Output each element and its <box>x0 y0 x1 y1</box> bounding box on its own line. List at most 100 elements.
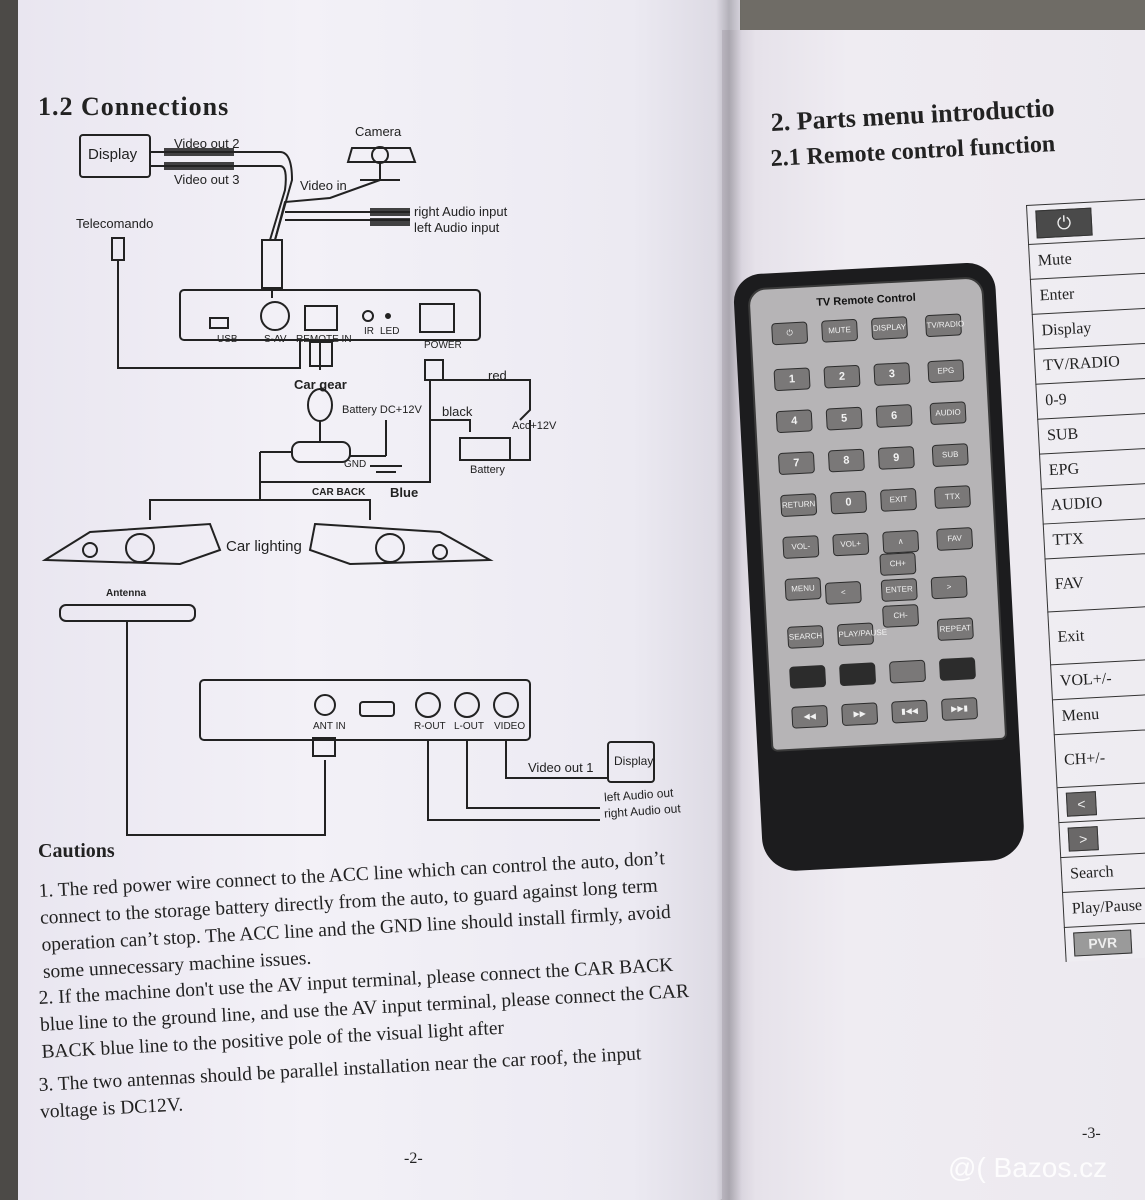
remote-button[interactable]: 1 <box>773 367 811 392</box>
remote-button[interactable]: PLAY/PAUSE <box>836 622 887 647</box>
main-unit-shape <box>179 289 481 341</box>
page-number-right: -3- <box>1082 1125 1101 1142</box>
remote-button[interactable]: ▶▶▮ <box>940 697 979 721</box>
cautions-title: Cautions <box>38 840 115 862</box>
diagram-camera: Camera <box>355 124 402 139</box>
pvr-icon: PVR <box>1073 929 1133 957</box>
remote-button[interactable]: DISPLAY <box>870 316 909 341</box>
function-row: CH+/- <box>1053 726 1145 788</box>
book-gutter <box>716 0 742 1200</box>
remote-button[interactable]: SEARCH <box>787 625 825 649</box>
diagram-car-back: CAR BACK <box>312 487 366 498</box>
diagram-telecomando: Telecomando <box>76 216 154 231</box>
connection-diagram <box>41 134 655 836</box>
remote-button[interactable] <box>938 657 976 681</box>
remote-button[interactable]: 0 <box>830 490 868 515</box>
connections-heading: 1.2 Connections <box>38 92 230 121</box>
remote-button[interactable]: 5 <box>825 406 863 431</box>
remote-button[interactable]: AUDIO <box>929 401 967 426</box>
remote-button[interactable] <box>839 662 877 687</box>
remote-button[interactable]: ▶▶ <box>841 702 879 727</box>
remote-button[interactable]: 4 <box>775 409 813 434</box>
remote-button[interactable]: VOL+ <box>832 532 870 557</box>
remote-button[interactable]: EXIT <box>879 487 918 512</box>
diagram-led: LED <box>380 326 400 337</box>
diagram-display-bottom: Display <box>614 754 654 768</box>
remote-button[interactable] <box>888 659 927 684</box>
function-row: Exit <box>1047 604 1145 665</box>
remote-button[interactable]: SUB <box>931 443 969 468</box>
remote-button[interactable]: RETURN <box>780 493 818 518</box>
diagram-display-top: Display <box>88 146 138 163</box>
remote-button[interactable]: FAV <box>936 527 974 551</box>
remote-button[interactable]: 6 <box>875 404 913 428</box>
remote-button[interactable]: 3 <box>873 362 911 386</box>
diagram-usb: USB <box>217 334 238 345</box>
diagram-r-out: R-OUT <box>414 721 446 732</box>
remote-title: TV Remote Control <box>815 291 917 309</box>
function-row-power: ⏻ <box>1026 197 1145 244</box>
diagram-car-gear: Car gear <box>294 377 347 392</box>
diagram-remote-in: REMOTE IN <box>296 334 352 345</box>
diagram-antenna: Antenna <box>106 588 146 599</box>
car-light-left-shape <box>41 522 222 566</box>
remote-button[interactable] <box>789 664 827 689</box>
function-row: TTX <box>1042 516 1145 559</box>
function-row: SUB <box>1037 411 1145 454</box>
diagram-blue: Blue <box>390 485 419 500</box>
function-row-pvr: PVR <box>1063 919 1145 962</box>
diagram-battery: Battery <box>470 464 505 476</box>
diagram-red: red <box>488 368 507 383</box>
remote-button[interactable]: REPEAT <box>936 617 974 642</box>
remote-nav-button[interactable]: CH+ <box>879 552 917 576</box>
remote-nav-button[interactable]: > <box>930 575 968 600</box>
battery-shape <box>459 437 511 461</box>
remote-button[interactable]: ◀◀ <box>791 704 829 729</box>
function-row-right: > <box>1058 814 1145 858</box>
tuner-unit-shape <box>199 679 531 741</box>
remote-button[interactable]: ▮◀◀ <box>891 699 929 724</box>
display-bottom-shape <box>607 741 655 783</box>
remote-button[interactable]: 8 <box>827 448 865 473</box>
remote-button[interactable]: MUTE <box>821 318 859 343</box>
remote-nav-button[interactable]: CH- <box>882 604 920 628</box>
remote-nav-button[interactable]: MENU <box>784 577 822 601</box>
function-row: Display <box>1031 306 1145 349</box>
remote-button[interactable]: 2 <box>823 364 861 389</box>
remote-button[interactable]: VOL- <box>782 535 820 559</box>
remote-nav-button[interactable]: < <box>824 580 862 605</box>
diagram-car-lighting: Car lighting <box>226 538 302 555</box>
diagram-ant-in: ANT IN <box>313 721 346 732</box>
remote-button[interactable]: 7 <box>777 451 816 476</box>
remote-button[interactable]: ⏻ <box>771 321 809 346</box>
function-row: AUDIO <box>1040 481 1145 524</box>
antenna-shape <box>59 604 196 622</box>
remote-button[interactable]: EPG <box>927 359 965 384</box>
function-row: Mute <box>1028 236 1145 279</box>
function-row: Play/Pause <box>1062 884 1145 928</box>
diagram-right-audio-input: right Audio input <box>414 204 508 219</box>
remote-button[interactable]: ∧ <box>882 529 920 554</box>
diagram-gnd: GND <box>344 459 367 470</box>
function-row: FAV <box>1044 551 1145 612</box>
function-row: TV/RADIO <box>1033 341 1145 384</box>
function-row: EPG <box>1039 446 1145 489</box>
diagram-video-out-3: Video out 3 <box>174 172 240 187</box>
remote-button[interactable]: 9 <box>877 446 915 470</box>
diagram-video-out-2: Video out 2 <box>174 136 240 151</box>
power-icon: ⏻ <box>1035 207 1093 239</box>
remote-button[interactable]: TV/RADIO <box>924 313 964 338</box>
diagram-ir: IR <box>364 326 374 337</box>
remote-nav-button[interactable]: ENTER <box>880 578 918 602</box>
camera-shape <box>346 147 417 163</box>
diagram-video: VIDEO <box>494 721 526 732</box>
car-gear-shape <box>307 388 333 422</box>
diagram-black: black <box>442 404 473 419</box>
diagram-l-out: L-OUT <box>454 721 484 732</box>
diagram-s-av: S-AV <box>264 334 287 345</box>
chevron-right-icon: > <box>1067 826 1099 852</box>
left-page <box>18 0 740 1200</box>
remote-button[interactable]: TTX <box>933 485 971 509</box>
diagram-video-in: Video in <box>300 178 347 193</box>
